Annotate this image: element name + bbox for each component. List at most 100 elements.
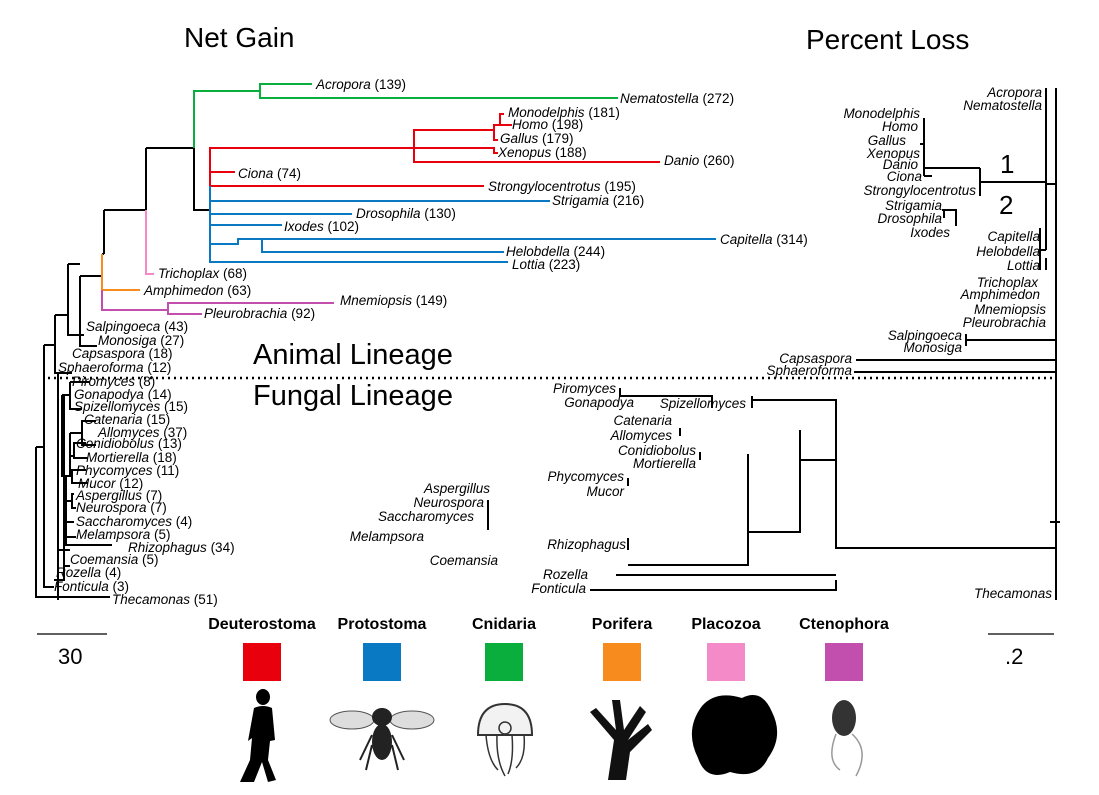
taxon-name: Xenopus (497, 145, 552, 160)
net-gain-taxon: Capsaspora (18) (72, 346, 173, 361)
net-gain-taxon: Phycomyces (11) (76, 463, 179, 478)
taxon-gain-value: (43) (160, 319, 188, 334)
net-gain-taxon: Neurospora (7) (76, 500, 167, 515)
net-gain-taxon: Allomyces (37) (97, 425, 187, 440)
percent-loss-taxon: Amphimedon (959, 287, 1040, 302)
taxon-name: Lottia (512, 257, 546, 272)
percent-loss-taxon: Strigamia (885, 198, 943, 213)
taxon-name: Melampsora (76, 527, 151, 542)
fly-icon (329, 708, 435, 771)
taxon-gain-value: (34) (207, 540, 235, 555)
percent-loss-taxon: Rozella (543, 567, 589, 582)
taxon-name: Danio (664, 153, 700, 168)
taxon-gain-value: (272) (699, 91, 734, 106)
taxon-name: Neurospora (76, 500, 147, 515)
legend-swatch (243, 643, 281, 681)
taxon-gain-value: (37) (160, 425, 188, 440)
legend-label: Cnidaria (472, 616, 536, 633)
net-gain-taxon: Trichoplax (68) (158, 266, 247, 281)
taxon-name: Strigamia (552, 193, 610, 208)
legend-item: Porifera (592, 616, 652, 681)
taxon-gain-value: (179) (538, 131, 573, 146)
percent-loss-taxon: Phycomyces (547, 469, 624, 484)
net-gain-taxon: Ciona (74) (238, 166, 301, 181)
taxon-name: Acropora (315, 77, 371, 92)
taxon-name: Pleurobrachia (204, 306, 288, 321)
legend-item: Protostoma (338, 616, 427, 681)
taxon-name: Strongylocentrotus (488, 179, 601, 194)
taxon-gain-value: (18) (145, 346, 173, 361)
net-gain-taxon: Xenopus (188) (497, 145, 587, 160)
taxon-gain-value: (15) (160, 399, 188, 414)
taxon-name: Nematostella (620, 91, 699, 106)
percent-loss-taxon: Aspergillus (423, 481, 490, 496)
legend-item: Ctenophora (799, 616, 889, 681)
percent-loss-taxon: Ixodes (910, 225, 950, 240)
node-label-2: 2 (999, 190, 1013, 220)
net-gain-taxon: Ixodes (102) (284, 219, 359, 234)
right-scale-label: .2 (1005, 644, 1023, 669)
legend-label: Deuterostoma (208, 616, 316, 633)
net-gain-taxon: Sphaeroforma (12) (58, 360, 171, 375)
jellyfish-icon (476, 702, 534, 777)
taxon-gain-value: (102) (324, 219, 359, 234)
taxon-gain-value: (181) (585, 105, 620, 120)
taxon-name: Thecamonas (112, 592, 190, 607)
legend-item: Deuterostoma (208, 616, 316, 681)
taxon-name: Mnemiopsis (340, 293, 412, 308)
taxon-name: Capsaspora (72, 346, 145, 361)
percent-loss-taxon: Lottia (1007, 258, 1041, 273)
taxon-name: Monodelphis (508, 105, 585, 120)
taxon-name: Coemansia (70, 552, 139, 567)
percent-loss-taxon: Mortierella (633, 456, 697, 471)
taxon-name: Allomyces (97, 425, 160, 440)
percent-loss-taxon: Strongylocentrotus (863, 183, 976, 198)
net-gain-taxon: Amphimedon (63) (143, 283, 251, 298)
net-gain-taxon: Monodelphis (181) (508, 105, 620, 120)
taxon-name: Fonticula (54, 579, 109, 594)
placozoan-icon (691, 695, 778, 775)
node-label-1: 1 (1000, 149, 1014, 179)
net-gain-title: Net Gain (184, 22, 295, 53)
legend-label: Ctenophora (799, 616, 889, 633)
net-gain-taxon: Mucor (12) (78, 476, 143, 491)
taxon-gain-value: (149) (412, 293, 447, 308)
taxon-gain-value: (14) (144, 387, 172, 402)
fungal-lineage-label: Fungal Lineage (253, 380, 453, 412)
taxon-name: Conidiobolus (76, 436, 154, 451)
taxon-gain-value: (11) (153, 463, 180, 478)
percent-loss-taxon: Melampsora (350, 529, 425, 544)
taxon-name: Rozella (56, 565, 102, 580)
percent-loss-taxon: Ciona (887, 169, 923, 184)
net-gain-taxon: Salpingoeca (43) (86, 319, 188, 334)
taxon-name: Gallus (500, 131, 539, 146)
percent-loss-taxon: Fonticula (531, 581, 586, 596)
taxon-name: Salpingoeca (86, 319, 161, 334)
percent-loss-taxon: Thecamonas (974, 586, 1052, 601)
taxon-gain-value: (130) (421, 206, 456, 221)
taxon-name: Rhizophagus (128, 540, 207, 555)
net-gain-taxon: Piromyces (8) (72, 374, 155, 389)
percent-loss-taxon: Conidiobolus (618, 443, 696, 458)
taxon-gain-value: (51) (190, 592, 218, 607)
taxon-name: Aspergillus (75, 488, 142, 503)
taxon-name: Ixodes (284, 219, 324, 234)
taxon-gain-value: (198) (548, 117, 583, 132)
percent-loss-taxon: Homo (882, 119, 919, 134)
taxon-name: Amphimedon (143, 283, 224, 298)
percent-loss-taxon: Capitella (987, 229, 1040, 244)
taxon-name: Trichoplax (158, 266, 221, 281)
taxon-name: Piromyces (72, 374, 135, 389)
taxon-name: Helobdella (506, 244, 570, 259)
taxon-gain-value: (18) (149, 450, 177, 465)
percent-loss-taxon: Pleurobrachia (963, 315, 1047, 330)
legend-swatch (363, 643, 401, 681)
net-gain-taxon: Mortierella (18) (86, 450, 177, 465)
net-gain-taxa: Acropora (139)Nematostella (272)Monodelp… (54, 77, 808, 607)
net-gain-taxon: Helobdella (244) (506, 244, 605, 259)
taxon-gain-value: (63) (224, 283, 252, 298)
net-gain-taxon: Coemansia (5) (70, 552, 159, 567)
percent-loss-taxon: Piromyces (553, 381, 616, 396)
net-gain-taxon: Capitella (314) (720, 232, 808, 247)
percent-loss-taxon: Coemansia (430, 553, 499, 568)
